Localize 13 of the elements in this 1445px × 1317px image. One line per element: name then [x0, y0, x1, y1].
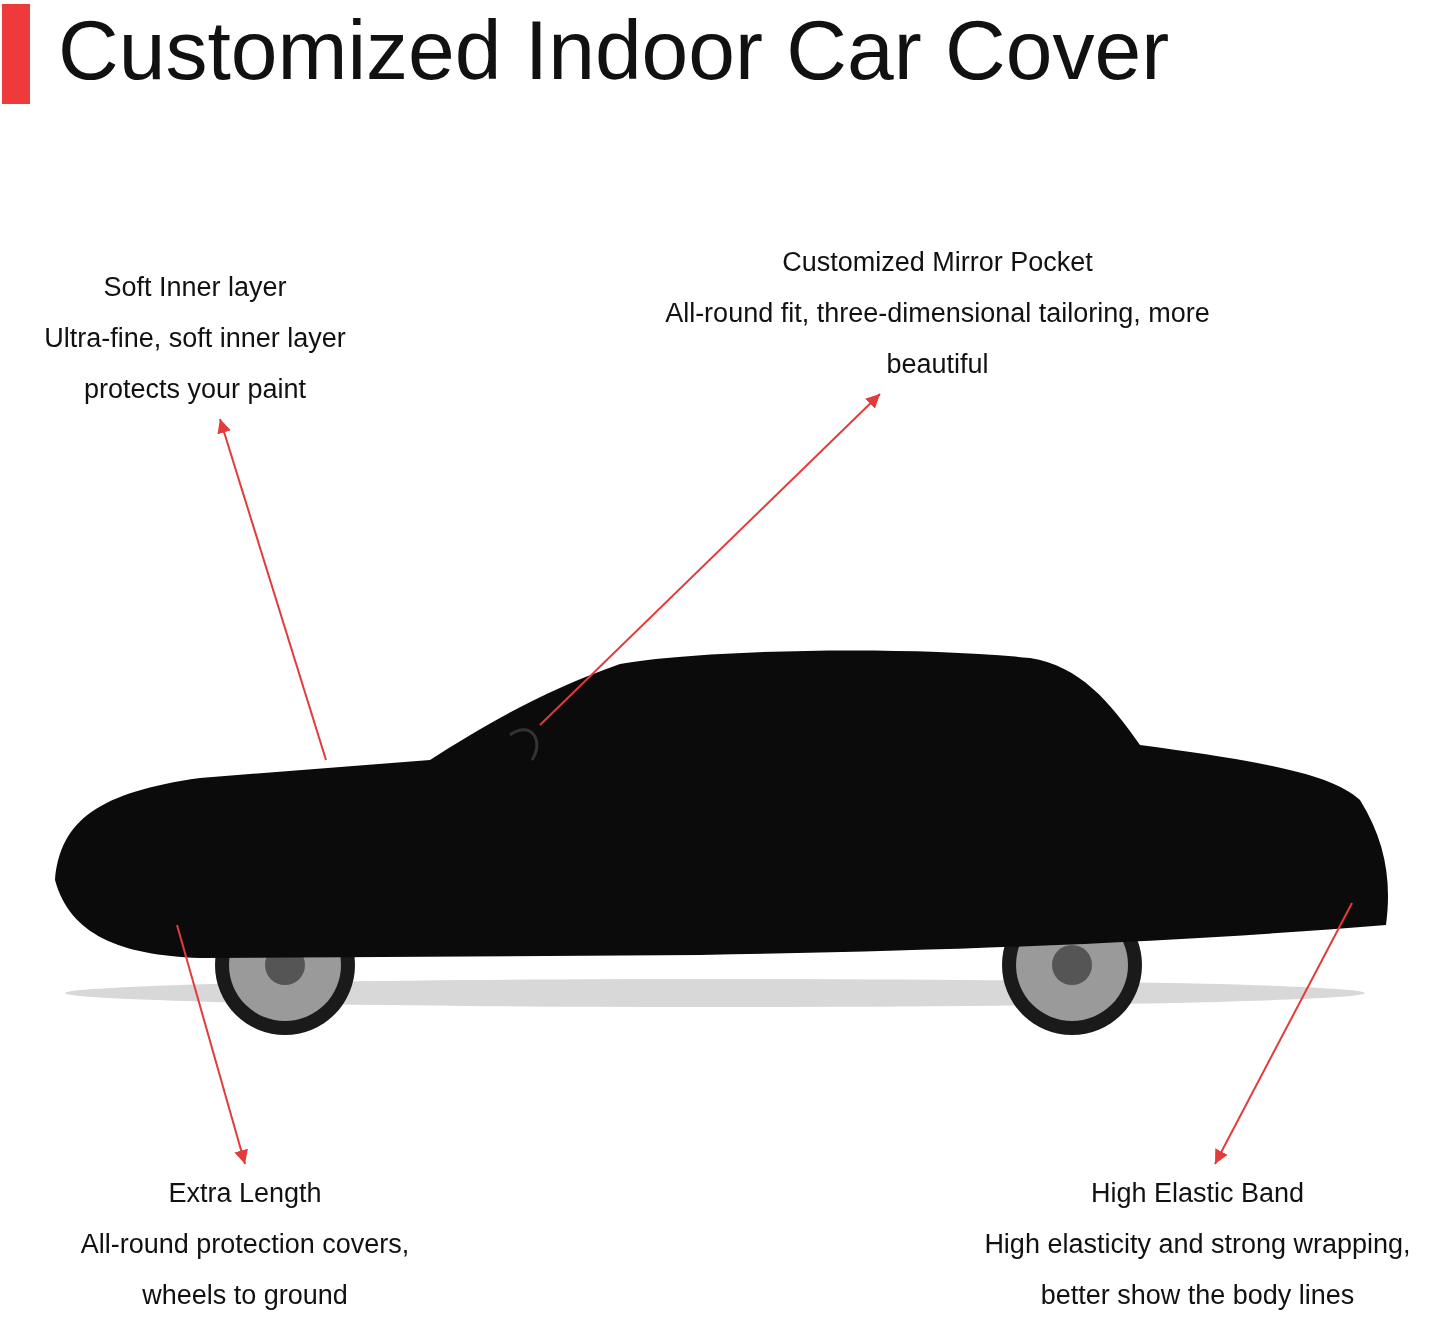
callout-text: All-round fit, three-dimensional tailoring, more beautiful — [664, 297, 1211, 381]
callout-heading: Extra Length — [167, 1177, 323, 1210]
leader-arrow — [176, 924, 248, 1165]
leader-arrow — [539, 393, 881, 726]
title: Customized Indoor Car Cover — [58, 2, 1170, 99]
leader-arrow — [1214, 902, 1353, 1165]
callout-text: High elasticity and strong wrapping, better show the body lines — [983, 1228, 1412, 1312]
leader-arrow — [217, 418, 327, 761]
callout-text: All-round protection covers, wheels to ground — [79, 1228, 411, 1312]
callout-heading: Soft Inner layer — [102, 271, 288, 304]
callout-heading: High Elastic Band — [1089, 1177, 1306, 1210]
callout-heading: Customized Mirror Pocket — [781, 246, 1094, 279]
callout-text: Ultra-fine, soft inner layer protects your paint — [43, 322, 347, 406]
